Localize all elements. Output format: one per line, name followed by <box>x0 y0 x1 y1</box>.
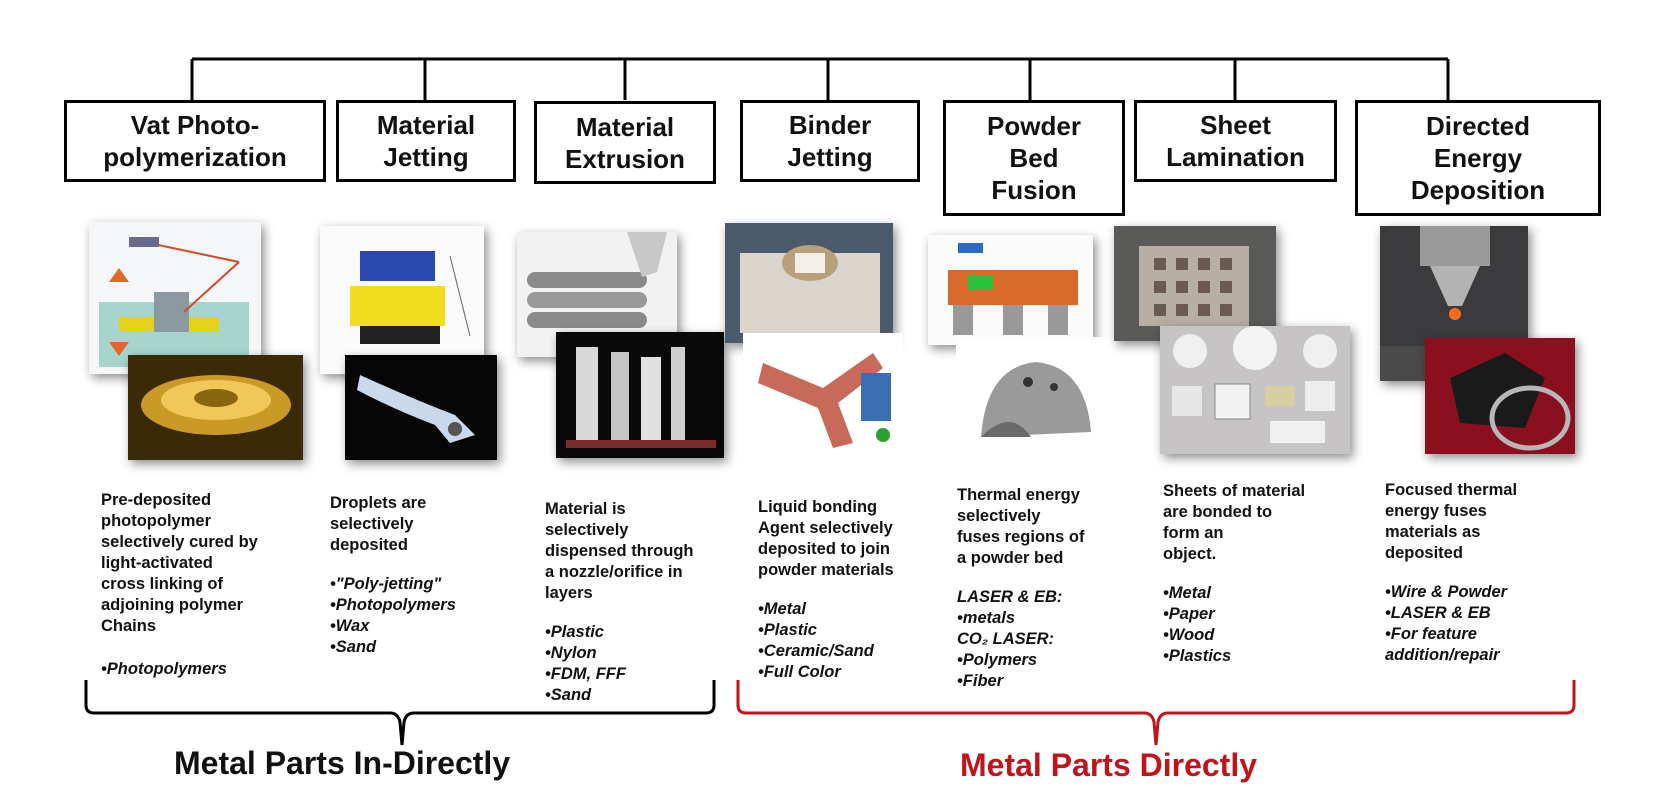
material-item: Nylon <box>545 643 735 664</box>
process-description: Sheets of material are bonded to form an… <box>1163 482 1306 563</box>
materials-list: Plastic Nylon FDM, FFF Sand <box>545 622 735 706</box>
material-item: Sand <box>330 637 505 658</box>
ded-part-image <box>1425 338 1575 454</box>
group-label-indirect: Metal Parts In-Directly <box>174 745 511 781</box>
materials-list: Wire & Powder LASER & EB For feature add… <box>1385 582 1570 666</box>
materials-list: Metal Plastic Ceramic/Sand Full Color <box>758 599 943 683</box>
description-material-extrusion: Material is selectively dispensed throug… <box>545 499 735 706</box>
category-title: Binder Jetting <box>787 110 873 172</box>
category-title: Sheet Lamination <box>1166 110 1305 172</box>
material-item: LASER & EB <box>1385 603 1570 624</box>
materials-list: "Poly-jetting" Photopolymers Wax Sand <box>330 574 505 658</box>
jetted-part-image <box>345 355 497 460</box>
material-item: Wood <box>1163 625 1343 646</box>
hierarchy-connector <box>190 57 1450 100</box>
description-powder-bed-fusion: Thermal energy selectively fuses regions… <box>957 485 1127 692</box>
polyjet-schematic-image <box>320 226 484 374</box>
resin-part-image <box>128 355 303 460</box>
material-item: Photopolymers <box>330 595 505 616</box>
laminated-sheet-image <box>1114 226 1276 341</box>
material-item: Polymers <box>957 650 1127 671</box>
materials-list: Metal Paper Wood Plastics <box>1163 583 1343 667</box>
material-item: Sand <box>545 685 735 706</box>
binder-jet-part-image <box>743 333 903 458</box>
description-material-jetting: Droplets are selectively deposited "Poly… <box>330 493 505 658</box>
materials-list: LASER & EB: metals CO₂ LASER: Polymers F… <box>957 587 1127 692</box>
material-item: Full Color <box>758 662 943 683</box>
indirect-brace <box>84 680 716 746</box>
pbf-schematic-image <box>928 235 1093 345</box>
group-label-direct: Metal Parts Directly <box>960 747 1258 783</box>
category-box-powder-bed-fusion: Powder Bed Fusion <box>943 100 1125 216</box>
category-box-directed-energy-deposition: Directed Energy Deposition <box>1355 100 1601 216</box>
pbf-part-image <box>956 337 1106 449</box>
material-item: CO₂ LASER: <box>957 630 1055 648</box>
material-item: Paper <box>1163 604 1343 625</box>
category-title: Powder Bed Fusion <box>987 111 1081 205</box>
material-item: Plastic <box>545 622 735 643</box>
category-box-sheet-lamination: Sheet Lamination <box>1134 100 1337 182</box>
material-item: LASER & EB: <box>957 588 1063 606</box>
description-directed-energy-deposition: Focused thermal energy fuses materials a… <box>1385 480 1570 666</box>
material-item: metals <box>957 608 1127 629</box>
category-title: Material Jetting <box>376 110 476 172</box>
laminated-parts-image <box>1160 326 1350 454</box>
description-vat-photopolymerization: Pre-deposited photopolymer selectively c… <box>101 490 301 680</box>
category-box-vat-photopolymerization: Vat Photo- polymerization <box>64 100 326 182</box>
material-item: Plastic <box>758 620 943 641</box>
material-item: Fiber <box>957 671 1127 692</box>
process-description: Focused thermal energy fuses materials a… <box>1385 481 1518 562</box>
category-box-material-jetting: Material Jetting <box>336 100 516 182</box>
process-description: Thermal energy selectively fuses regions… <box>957 486 1085 567</box>
category-title: Vat Photo- polymerization <box>103 110 287 172</box>
category-box-material-extrusion: Material Extrusion <box>534 101 716 184</box>
material-item: FDM, FFF <box>545 664 735 685</box>
material-item: Wax <box>330 616 505 637</box>
process-description: Pre-deposited photopolymer selectively c… <box>101 491 258 635</box>
category-title: Material Extrusion <box>565 111 685 174</box>
materials-list: Photopolymers <box>101 659 301 680</box>
material-item: Metal <box>758 599 943 620</box>
category-box-binder-jetting: Binder Jetting <box>740 100 920 182</box>
process-description: Liquid bonding Agent selectively deposit… <box>758 498 894 579</box>
description-sheet-lamination: Sheets of material are bonded to form an… <box>1163 481 1343 667</box>
material-item: For feature addition/repair <box>1385 624 1570 666</box>
process-description: Material is selectively dispensed throug… <box>545 500 694 602</box>
material-item: Metal <box>1163 583 1343 604</box>
powder-bed-tray-image <box>725 223 893 343</box>
category-title: Directed Energy Deposition <box>1410 111 1546 205</box>
material-item: Photopolymers <box>101 659 301 680</box>
material-item: Wire & Powder <box>1385 582 1570 603</box>
sla-schematic-image <box>89 222 261 374</box>
material-item: Ceramic/Sand <box>758 641 943 662</box>
material-item: "Poly-jetting" <box>330 574 505 595</box>
extruded-parts-image <box>556 332 724 458</box>
description-binder-jetting: Liquid bonding Agent selectively deposit… <box>758 497 943 683</box>
process-description: Droplets are selectively deposited <box>330 494 427 554</box>
material-item: Plastics <box>1163 646 1343 667</box>
direct-brace <box>736 680 1576 746</box>
